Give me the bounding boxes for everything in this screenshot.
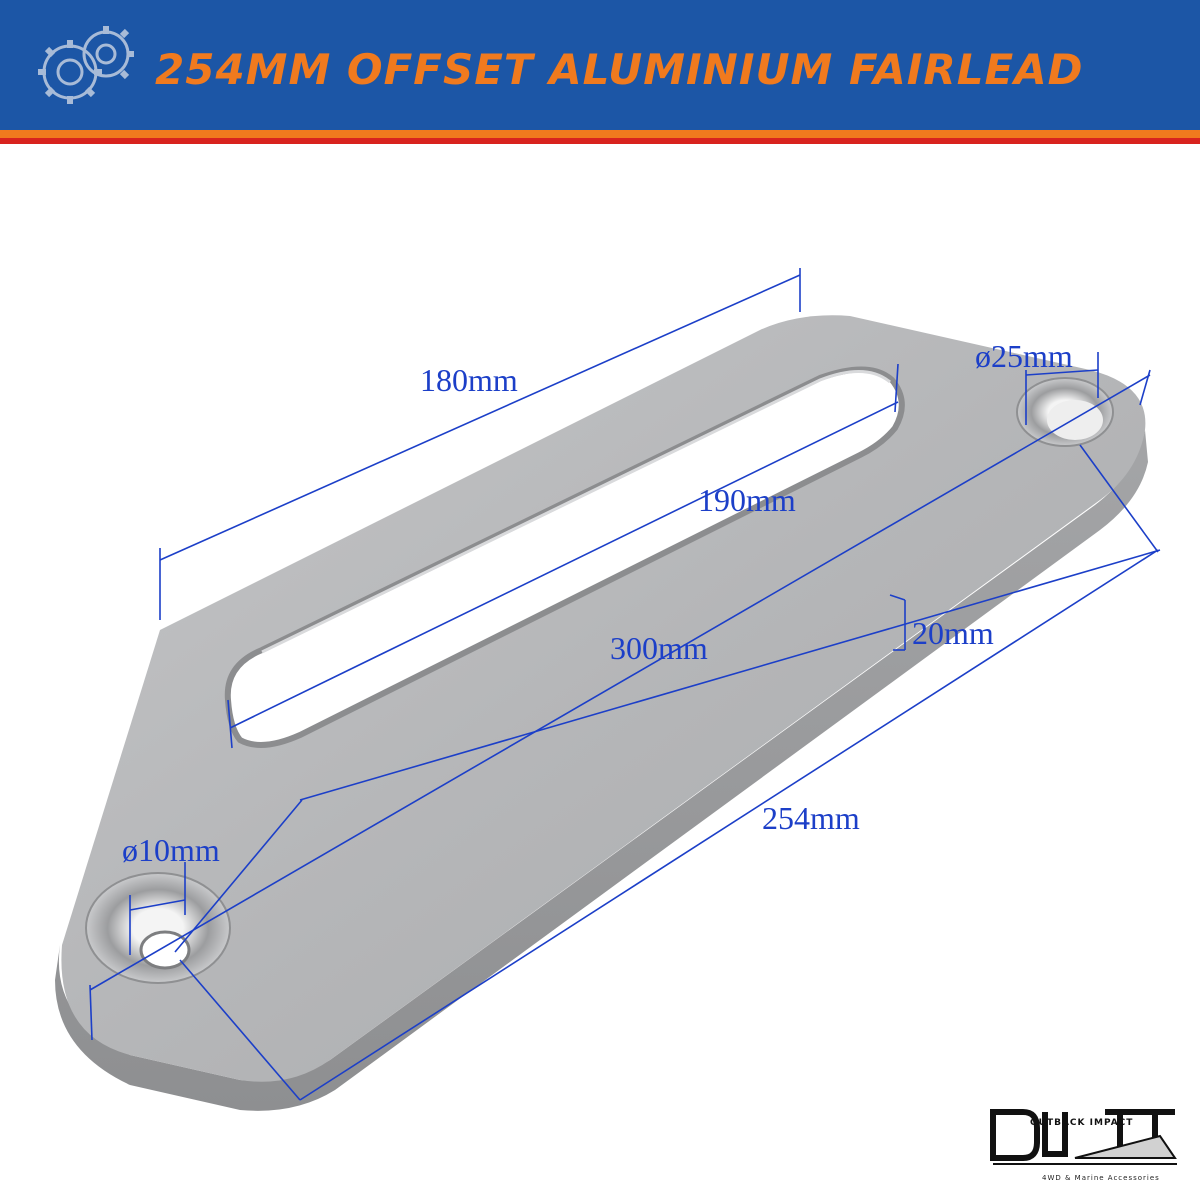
- brand-name: OUTBACK IMPACT: [1030, 1118, 1134, 1128]
- mounting-hole-small: [85, 872, 231, 984]
- dimension-bottom-edge-label: 254mm: [762, 800, 860, 836]
- page-title: 254MM OFFSET ALUMINIUM FAIRLEAD: [155, 45, 1084, 94]
- header-stripe-orange: [0, 130, 1200, 138]
- dimension-large-hole-label: ø25mm: [975, 338, 1073, 374]
- dimension-lines: [89, 268, 1161, 1101]
- gear-cog-icon: [38, 26, 134, 104]
- plate-top-face: [61, 315, 1146, 1082]
- cable-slot: [224, 366, 905, 748]
- brand-tagline: 4WD & Marine Accessories: [1042, 1174, 1160, 1182]
- dimension-slot-length-label: 190mm: [698, 482, 796, 518]
- header-stripe-red: [0, 138, 1200, 144]
- dimension-thickness-label: 20mm: [912, 615, 994, 651]
- outback-impact-logo: [990, 1109, 1177, 1165]
- dimension-hole-span-label: 300mm: [610, 630, 708, 666]
- header-banner: [0, 0, 1200, 130]
- dimension-top-edge-label: 180mm: [420, 362, 518, 398]
- dimension-small-hole-label: ø10mm: [122, 832, 220, 868]
